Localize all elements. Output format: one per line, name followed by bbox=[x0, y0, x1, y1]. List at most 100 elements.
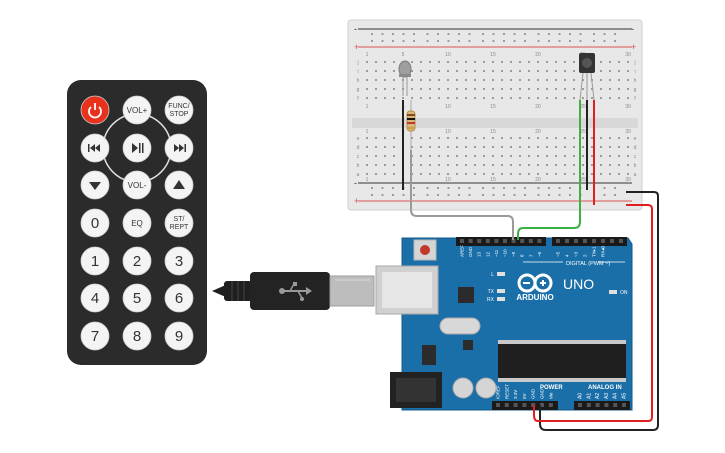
terminal-hole bbox=[582, 137, 584, 139]
header-pin[interactable] bbox=[540, 403, 544, 407]
header-pin[interactable] bbox=[503, 239, 507, 243]
ground-wire[interactable] bbox=[539, 191, 659, 431]
header-pin[interactable] bbox=[522, 403, 527, 407]
column-number: 10 bbox=[445, 104, 451, 110]
resistor-icon[interactable] bbox=[406, 100, 416, 150]
terminal-hole bbox=[465, 97, 467, 99]
column-number: 30 bbox=[625, 104, 631, 110]
down-arrow-button[interactable] bbox=[80, 170, 110, 200]
terminal-hole bbox=[483, 79, 485, 81]
button-func-stop[interactable]: FUNC/STOP bbox=[164, 95, 194, 125]
header-pin[interactable] bbox=[574, 239, 578, 243]
led-signal-wire[interactable] bbox=[410, 150, 514, 240]
fast-forward-button[interactable] bbox=[164, 133, 194, 163]
header-pin[interactable] bbox=[520, 239, 525, 243]
rail-hole bbox=[426, 187, 429, 189]
terminal-hole bbox=[537, 97, 539, 99]
ir-receiver-icon[interactable] bbox=[579, 53, 595, 101]
power-wire[interactable] bbox=[533, 204, 653, 422]
terminal-hole bbox=[564, 70, 566, 72]
header-pin[interactable] bbox=[460, 239, 464, 243]
rail-hole bbox=[513, 40, 516, 42]
terminal-hole bbox=[546, 164, 548, 166]
terminal-hole bbox=[393, 61, 395, 63]
button-6[interactable]: 6 bbox=[164, 283, 194, 313]
rail-hole bbox=[381, 33, 384, 35]
header-pin[interactable] bbox=[613, 403, 618, 407]
terminal-hole bbox=[627, 79, 629, 81]
usb-b-metal-plug bbox=[329, 275, 375, 307]
header-pin[interactable] bbox=[504, 403, 509, 407]
up-arrow-button[interactable] bbox=[164, 170, 194, 200]
button-4[interactable]: 4 bbox=[80, 283, 110, 313]
terminal-hole bbox=[492, 88, 494, 90]
header-pin[interactable] bbox=[610, 239, 614, 243]
button-1[interactable]: 1 bbox=[80, 246, 110, 276]
header-pin[interactable] bbox=[604, 403, 609, 407]
header-pin[interactable] bbox=[485, 239, 490, 243]
button-0[interactable]: 0 bbox=[80, 208, 110, 238]
rewind-button[interactable] bbox=[80, 133, 110, 163]
terminal-hole bbox=[564, 88, 566, 90]
button-st-rept[interactable]: ST/REPT bbox=[164, 208, 194, 238]
header-pin[interactable] bbox=[619, 239, 623, 243]
column-number: 25 bbox=[580, 177, 586, 183]
rail-hole bbox=[437, 187, 439, 189]
header-pin[interactable] bbox=[601, 239, 605, 243]
header-pin[interactable] bbox=[528, 239, 533, 243]
header-pin[interactable] bbox=[565, 239, 569, 243]
button-label: REPT bbox=[170, 224, 189, 231]
header-pin[interactable] bbox=[477, 239, 482, 243]
play-pause-button[interactable] bbox=[122, 133, 152, 163]
terminal-hole bbox=[375, 137, 377, 139]
header-pin[interactable] bbox=[586, 403, 591, 407]
column-number: 5 bbox=[402, 52, 405, 58]
terminal-hole bbox=[555, 61, 557, 63]
header-pin[interactable] bbox=[583, 239, 587, 243]
button-8[interactable]: 8 bbox=[122, 321, 152, 351]
header-pin[interactable] bbox=[494, 239, 499, 243]
terminal-hole bbox=[564, 79, 566, 81]
terminal-hole bbox=[492, 137, 494, 139]
terminal-hole bbox=[546, 146, 548, 148]
button-3[interactable]: 3 bbox=[164, 246, 194, 276]
button-9[interactable]: 9 bbox=[164, 321, 194, 351]
terminal-hole bbox=[483, 164, 485, 166]
button-eq[interactable]: EQ bbox=[122, 208, 152, 238]
crystal-oscillator bbox=[439, 317, 481, 335]
column-number: 10 bbox=[445, 177, 451, 183]
header-pin[interactable] bbox=[592, 239, 596, 243]
rail-hole bbox=[513, 194, 516, 196]
button-2[interactable]: 2 bbox=[122, 246, 152, 276]
terminal-hole bbox=[609, 79, 611, 81]
terminal-hole bbox=[537, 70, 539, 72]
button-vol[interactable]: VOL- bbox=[122, 170, 152, 200]
header-pin[interactable] bbox=[578, 403, 582, 407]
terminal-hole bbox=[618, 88, 620, 90]
header-pin[interactable] bbox=[468, 239, 473, 243]
row-letter: c bbox=[357, 154, 360, 160]
header-pin[interactable] bbox=[511, 239, 516, 243]
terminal-hole bbox=[474, 70, 476, 72]
header-pin[interactable] bbox=[513, 403, 518, 407]
header-pin[interactable] bbox=[496, 403, 500, 407]
row-letter: j bbox=[633, 60, 635, 66]
rail-hole bbox=[524, 40, 526, 42]
header-pin[interactable] bbox=[548, 403, 553, 407]
analog-pin-label: A0 bbox=[578, 393, 584, 399]
button-7[interactable]: 7 bbox=[80, 321, 110, 351]
button-vol[interactable]: VOL+ bbox=[122, 95, 152, 125]
led-icon[interactable] bbox=[398, 60, 412, 96]
header-pin[interactable] bbox=[556, 239, 560, 243]
button-5[interactable]: 5 bbox=[122, 283, 152, 313]
terminal-hole bbox=[519, 146, 521, 148]
power-button[interactable] bbox=[80, 95, 110, 125]
ir-signal-wire[interactable] bbox=[517, 100, 581, 240]
header-pin[interactable] bbox=[595, 403, 600, 407]
header-pin[interactable] bbox=[622, 403, 626, 407]
button-label: 8 bbox=[133, 328, 141, 345]
terminal-hole bbox=[573, 137, 575, 139]
digital-pin-label: ~6 bbox=[537, 251, 542, 257]
header-pin[interactable] bbox=[537, 239, 542, 243]
